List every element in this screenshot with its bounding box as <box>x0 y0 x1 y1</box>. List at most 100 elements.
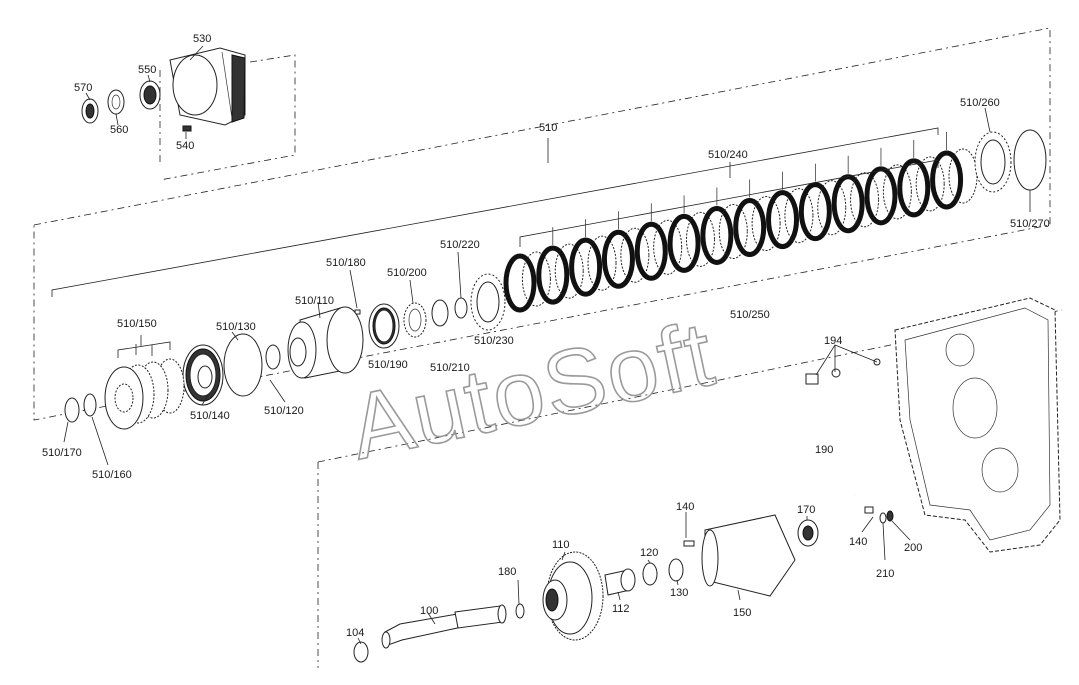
clutch-plate <box>864 166 898 226</box>
label-530: 530 <box>193 33 211 45</box>
part-130-ring <box>668 558 684 582</box>
label-510-220: 510/220 <box>440 239 480 251</box>
clutch-plate <box>850 172 880 228</box>
label-120: 120 <box>640 547 658 559</box>
part-510-260-plate <box>974 131 1012 193</box>
label-510-210: 510/210 <box>430 362 470 374</box>
clutch-plate <box>766 190 800 250</box>
part-540-screw <box>182 125 192 132</box>
clutch-plate <box>784 188 814 244</box>
label-130: 130 <box>670 587 688 599</box>
label-210: 210 <box>876 568 894 580</box>
label-140-a: 140 <box>676 501 694 513</box>
bracket-510 <box>51 127 939 297</box>
part-530-housing <box>169 47 246 126</box>
label-510-240: 510/240 <box>708 149 748 161</box>
clutch-plate <box>521 251 551 307</box>
part-510-240-clutch-plates <box>503 131 978 313</box>
part-110-gear <box>542 551 604 641</box>
part-190-pipe <box>805 358 881 496</box>
label-170: 170 <box>797 504 815 516</box>
part-570-seal <box>81 98 99 124</box>
label-510-130: 510/130 <box>216 321 256 333</box>
label-200: 200 <box>904 542 922 554</box>
label-510-260: 510/260 <box>960 97 1000 109</box>
part-170-seal <box>797 519 819 547</box>
part-510-110-drum <box>287 306 364 379</box>
label-110: 110 <box>552 539 570 551</box>
part-510-270-snap-ring <box>1013 129 1047 191</box>
clutch-plate <box>798 182 832 242</box>
part-550-bearing <box>139 80 161 110</box>
clutch-plate <box>685 211 715 267</box>
part-510-220-ring <box>454 297 468 319</box>
label-150: 150 <box>733 607 751 619</box>
part-510-170-ring <box>64 397 80 423</box>
label-510-180: 510/180 <box>326 257 366 269</box>
clutch-plate <box>751 196 781 252</box>
label-510-270: 510/270 <box>1010 218 1050 230</box>
clutch-plate <box>503 253 537 313</box>
part-104-ring <box>353 641 369 663</box>
label-140-b: 140 <box>849 536 867 548</box>
label-560: 560 <box>110 124 128 136</box>
clutch-plate <box>620 227 650 283</box>
label-510: 510 <box>539 122 557 134</box>
label-510-150: 510/150 <box>117 318 157 330</box>
clutch-plate <box>897 158 931 218</box>
label-510-230: 510/230 <box>474 335 514 347</box>
label-510-120: 510/120 <box>264 405 304 417</box>
part-100-shaft <box>381 604 507 649</box>
part-560-ring <box>107 89 125 115</box>
clutch-plate <box>554 243 584 299</box>
clutch-plate <box>733 198 767 258</box>
part-120-ring <box>642 562 658 586</box>
label-510-140: 510/140 <box>190 410 230 422</box>
label-190: 190 <box>815 444 833 456</box>
clutch-plate <box>915 156 945 212</box>
part-140-screw <box>683 506 874 547</box>
label-510-160: 510/160 <box>92 469 132 481</box>
clutch-plate <box>587 235 617 291</box>
clutch-plate <box>831 174 865 234</box>
clutch-plate <box>700 205 734 265</box>
label-510-110: 510/110 <box>295 295 334 307</box>
label-510-170: 510/170 <box>42 447 82 459</box>
part-112-bearing <box>604 568 636 596</box>
clutch-plate <box>634 221 668 281</box>
part-510-120-ring <box>265 344 281 370</box>
label-112: 112 <box>612 603 630 615</box>
part-210-200-rings <box>879 510 894 524</box>
label-540: 540 <box>176 140 194 152</box>
clutch-plate <box>817 180 847 236</box>
transmission-housing <box>894 297 1061 553</box>
part-510-140-piston <box>182 344 224 406</box>
part-510-160-ring <box>83 393 97 417</box>
part-510-150-discs <box>104 335 185 430</box>
label-510-250: 510/250 <box>730 309 770 321</box>
part-510-200-spline-ring <box>403 302 427 338</box>
leader-lines <box>63 45 1031 645</box>
label-510-190: 510/190 <box>368 359 408 371</box>
part-510-210-ring <box>431 299 449 327</box>
label-510-200: 510/200 <box>387 267 427 279</box>
label-180: 180 <box>498 566 516 578</box>
part-510-130-ring <box>223 333 263 397</box>
clutch-plate <box>601 229 635 289</box>
part-510-190-ring <box>368 303 400 349</box>
clutch-plate <box>718 203 748 259</box>
clutch-plate <box>667 213 701 273</box>
clutch-plate <box>882 164 912 220</box>
clutch-plate <box>536 245 570 305</box>
label-550: 550 <box>138 64 156 76</box>
part-510-230-plate <box>470 273 506 331</box>
label-100: 100 <box>420 605 438 617</box>
clutch-plate <box>930 150 964 210</box>
part-180-ring <box>515 603 525 619</box>
clutch-plate <box>569 237 603 297</box>
label-194: 194 <box>824 335 842 347</box>
label-570: 570 <box>74 82 92 94</box>
clutch-plate <box>653 219 683 275</box>
